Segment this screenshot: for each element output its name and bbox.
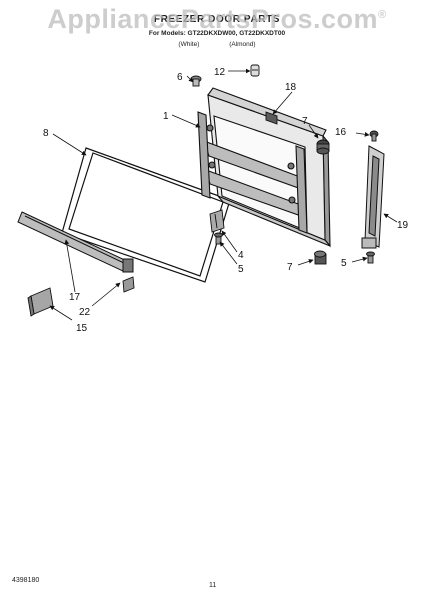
door-gasket bbox=[61, 147, 231, 283]
color-white-label: (White) bbox=[178, 41, 200, 48]
callout-6: 6 bbox=[177, 72, 183, 83]
watermark-registered: ® bbox=[378, 9, 387, 21]
watermark: AppliancePartsPros.com® bbox=[0, 4, 434, 35]
callout-22: 22 bbox=[79, 307, 91, 318]
door-stop-bracket bbox=[209, 209, 225, 233]
callout-15: 15 bbox=[76, 323, 88, 334]
hinge-cap-upper bbox=[316, 139, 330, 155]
screw-6 bbox=[190, 75, 202, 87]
callout-7-upper: 7 bbox=[302, 116, 308, 127]
document-number: 4398180 bbox=[12, 577, 40, 584]
watermark-text: AppliancePartsPros bbox=[47, 4, 313, 34]
leader-lines bbox=[49, 68, 398, 321]
color-labels: (White) (Almond) bbox=[0, 41, 434, 48]
callout-18: 18 bbox=[285, 82, 297, 93]
callout-8: 8 bbox=[43, 128, 49, 139]
color-almond-label: (Almond) bbox=[229, 41, 256, 48]
watermark-suffix: .com bbox=[312, 4, 378, 34]
callout-12: 12 bbox=[214, 67, 226, 78]
callout-1: 1 bbox=[163, 111, 169, 122]
door-assembly bbox=[197, 87, 331, 248]
callout-17: 17 bbox=[69, 292, 81, 303]
diagram-title: FREEZER DOOR PARTS bbox=[153, 14, 281, 25]
screw-5-left bbox=[214, 232, 223, 245]
callout-7-lower: 7 bbox=[287, 262, 293, 273]
door-handle bbox=[361, 145, 385, 249]
callout-19: 19 bbox=[397, 220, 409, 231]
trim-end-cap bbox=[27, 287, 54, 317]
callout-4: 4 bbox=[238, 250, 244, 261]
callout-numbers: 12 6 1 18 7 8 16 19 4 5 7 5 17 22 15 bbox=[43, 67, 409, 334]
callout-5-left: 5 bbox=[238, 264, 244, 275]
screw-5-right bbox=[366, 251, 375, 264]
callout-5-right: 5 bbox=[341, 258, 347, 269]
callout-16: 16 bbox=[335, 127, 347, 138]
hinge-bushing-lower bbox=[314, 250, 327, 265]
screw-16 bbox=[369, 130, 379, 142]
model-numbers: For Models: GT22DKXDW00, GT22DKXDT00 bbox=[148, 30, 286, 37]
screw-12 bbox=[250, 64, 260, 77]
trim-clip bbox=[122, 276, 135, 293]
door-trim-strip bbox=[17, 211, 134, 273]
page-number: 11 bbox=[209, 582, 217, 589]
door-label bbox=[265, 111, 278, 125]
